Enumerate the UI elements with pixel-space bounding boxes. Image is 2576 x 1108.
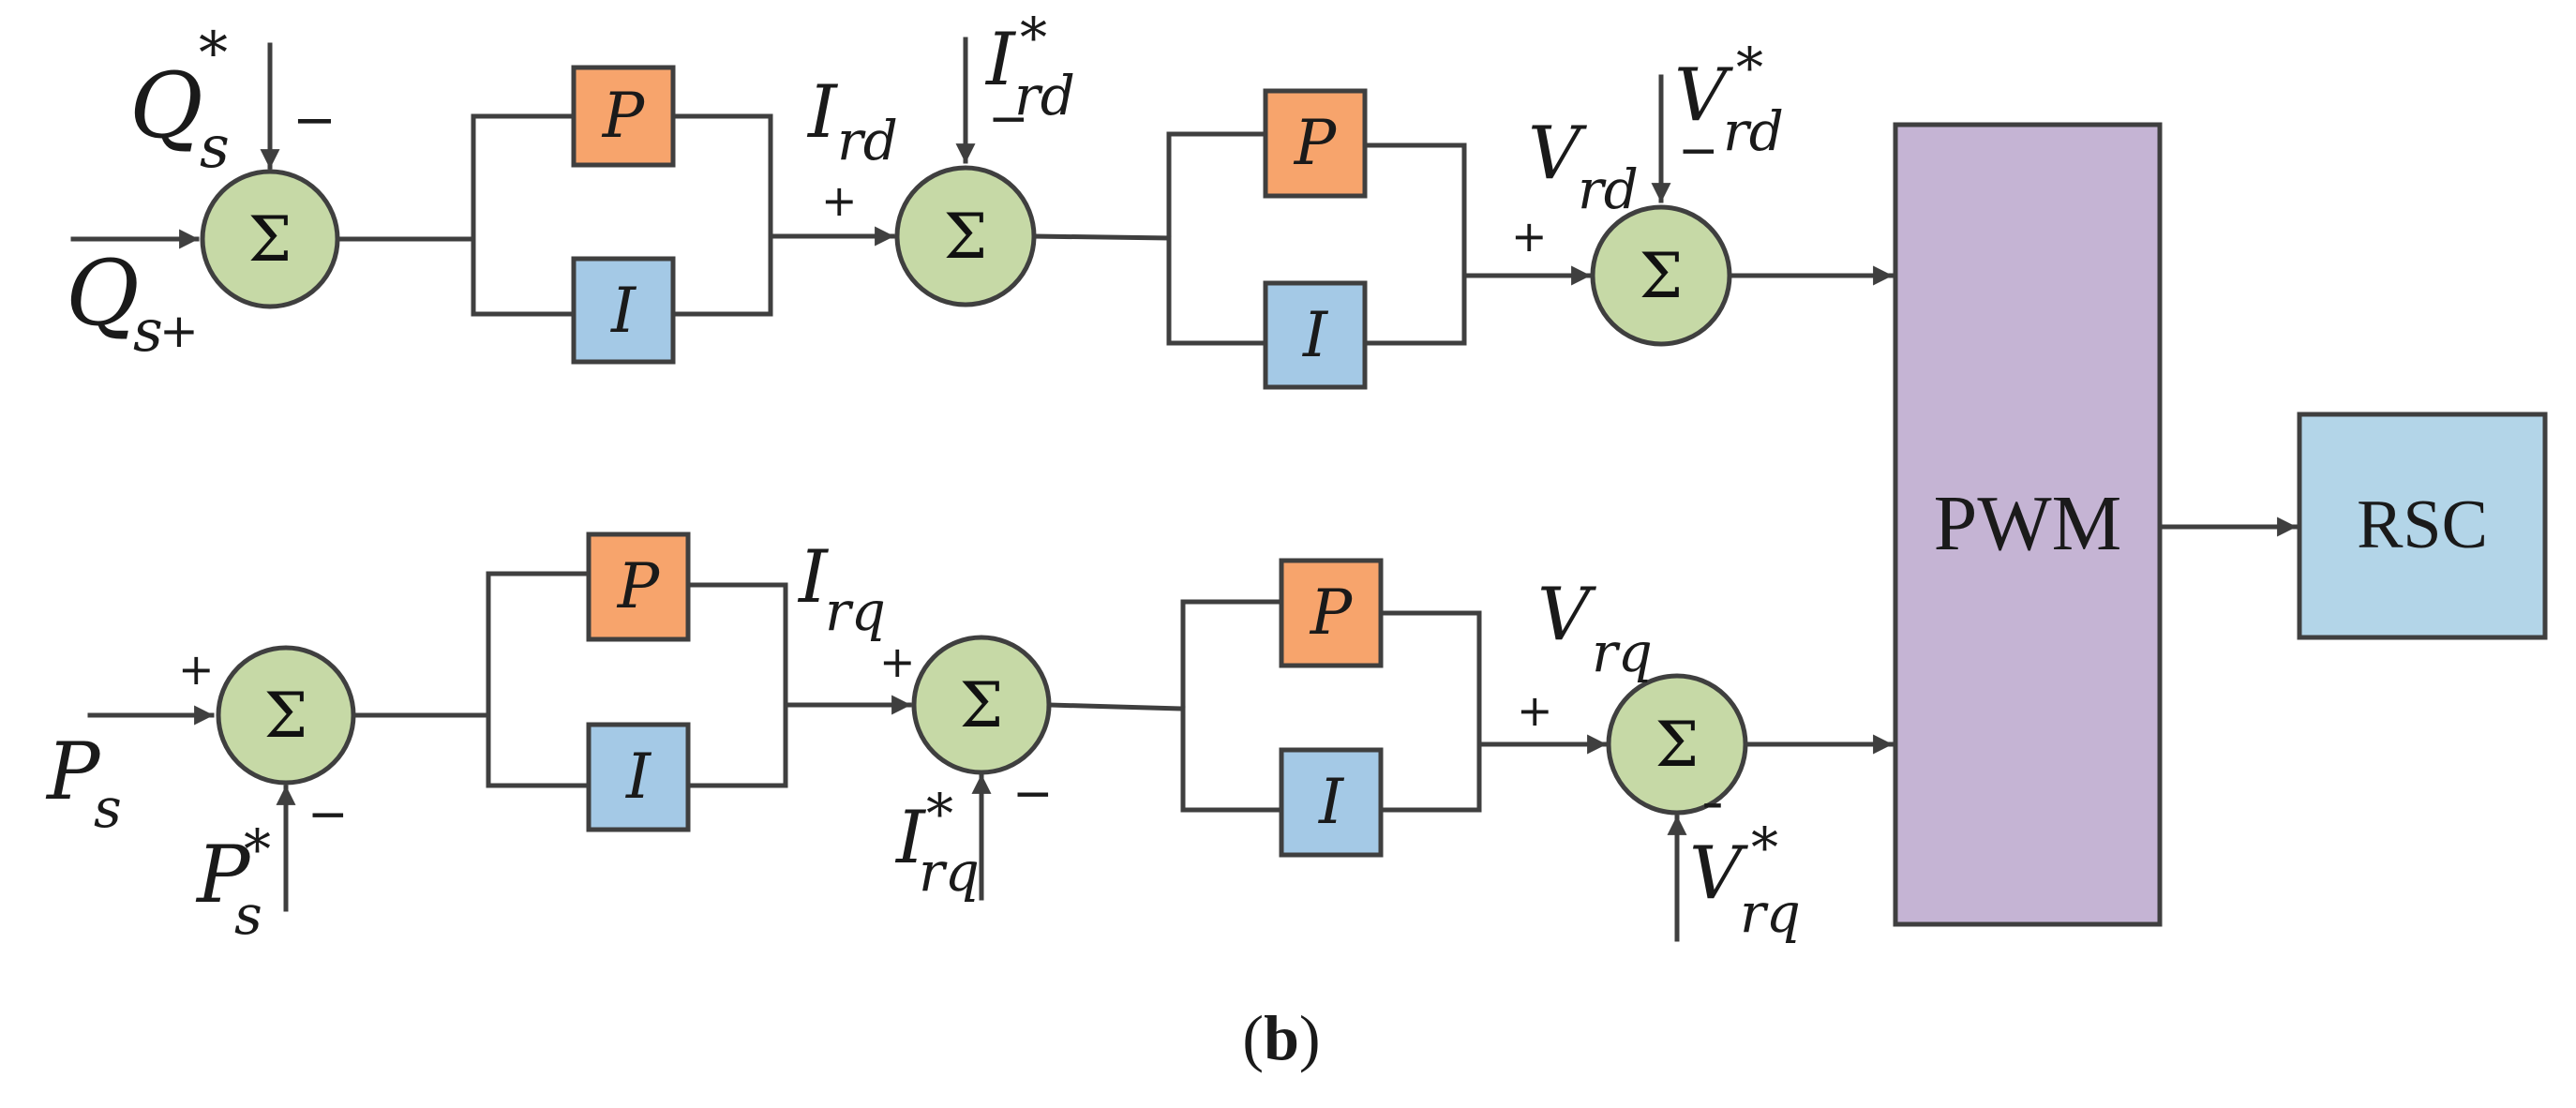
svg-text:*: * — [199, 19, 228, 87]
sign-plus-ps: + — [178, 644, 215, 695]
svg-text:*: * — [1020, 6, 1047, 69]
sum-junction-2: Σ — [894, 165, 1037, 307]
svg-text:Σ: Σ — [960, 669, 1004, 741]
label-ps-in: P s — [45, 726, 122, 840]
svg-text:Q: Q — [129, 53, 203, 158]
svg-text:rq: rq — [1592, 621, 1653, 684]
sign-plus-qs: + — [159, 304, 199, 358]
svg-text:I: I — [894, 796, 927, 880]
p-block-4: P — [1279, 558, 1384, 668]
sign-minus-irq-ref: − — [1012, 766, 1054, 822]
svg-text:rq: rq — [919, 840, 980, 904]
rsc-block: RSC — [2297, 412, 2548, 640]
svg-text:Q: Q — [66, 241, 140, 346]
p-block-1: P — [571, 65, 676, 168]
svg-text:rd: rd — [1014, 64, 1075, 127]
svg-text:rd: rd — [1723, 99, 1784, 163]
svg-text:rd: rd — [837, 109, 898, 172]
sign-plus-ird: + — [821, 175, 858, 226]
svg-text:*: * — [1751, 816, 1778, 879]
label-vrd-ref: V * rd — [1674, 36, 1784, 163]
svg-text:P: P — [602, 80, 646, 152]
sum-junction-6: Σ — [1606, 673, 1748, 816]
label-vrq-ref: ¯ V * rq — [1689, 794, 1801, 945]
sign-minus-vrd-ref: − — [1678, 123, 1719, 179]
svg-text:rq: rq — [825, 579, 886, 643]
svg-text:Σ: Σ — [248, 203, 292, 276]
svg-text:I: I — [1302, 299, 1329, 371]
svg-text:P: P — [1294, 107, 1338, 179]
sum-junction-5: Σ — [911, 635, 1052, 775]
svg-text:I: I — [610, 275, 637, 347]
svg-text:*: * — [244, 817, 271, 881]
svg-text:Σ: Σ — [1655, 709, 1700, 781]
top-row-d-axis: Σ P I Σ P — [70, 37, 1894, 390]
i-block-2: I — [1263, 280, 1368, 390]
label-qs-ref: Q * s — [129, 19, 230, 181]
sign-plus-vrd: + — [1511, 211, 1548, 262]
sign-minus-qs-ref: − — [292, 90, 337, 151]
label-ird-ref: I * rd — [984, 6, 1075, 127]
svg-text:V: V — [1528, 112, 1587, 196]
label-qs-in: Q s — [66, 241, 163, 365]
svg-text:*: * — [1736, 36, 1763, 99]
svg-text:s: s — [133, 296, 163, 365]
svg-text:Σ: Σ — [1640, 240, 1684, 312]
label-ird: I rd — [806, 70, 898, 172]
svg-text:rq: rq — [1740, 881, 1801, 945]
svg-text:V: V — [1674, 53, 1733, 138]
svg-text:I: I — [806, 70, 839, 155]
sign-minus-vrq-ref: ¯ — [1699, 794, 1727, 860]
svg-text:I: I — [984, 18, 1017, 102]
label-vrd: V rd — [1528, 112, 1639, 221]
svg-text:*: * — [926, 782, 953, 846]
svg-text:(b): (b) — [1242, 1002, 1320, 1073]
svg-text:P: P — [1310, 576, 1354, 649]
svg-text:I: I — [1318, 766, 1345, 838]
figure-caption: (b) — [1242, 1002, 1320, 1073]
label-irq: I rq — [797, 535, 886, 643]
sign-minus-ps-ref: − — [307, 786, 349, 843]
i-block-4: I — [1279, 747, 1384, 858]
sign-minus-ird-ref: − — [988, 91, 1029, 147]
svg-text:P: P — [45, 726, 101, 817]
svg-text:V: V — [1537, 573, 1596, 657]
svg-text:s: s — [200, 112, 230, 181]
pwm-block: PWM — [1893, 122, 2163, 927]
svg-text:I: I — [625, 741, 652, 813]
sum-junction-4: Σ — [216, 645, 356, 786]
sum-junction-1: Σ — [200, 169, 340, 309]
svg-text:Σ: Σ — [264, 680, 308, 752]
p-block-3: P — [586, 532, 691, 642]
svg-text:I: I — [797, 535, 830, 620]
svg-text:P: P — [617, 550, 661, 622]
svg-text:Σ: Σ — [944, 201, 988, 273]
sign-plus-irq: + — [879, 636, 916, 687]
svg-text:P: P — [195, 829, 251, 921]
svg-text:s: s — [94, 776, 122, 840]
label-vrq: V rq — [1537, 573, 1653, 684]
svg-text:s: s — [234, 883, 262, 947]
sign-plus-vrq: + — [1517, 685, 1553, 736]
i-block-3: I — [586, 722, 691, 832]
svg-text:rd: rd — [1578, 157, 1639, 221]
svg-text:PWM: PWM — [1934, 480, 2122, 567]
sum-junction-3: Σ — [1590, 204, 1732, 347]
p-block-2: P — [1263, 88, 1368, 199]
label-ps-ref: P * s — [195, 817, 271, 947]
i-block-1: I — [571, 256, 676, 365]
svg-text:V: V — [1689, 831, 1748, 916]
bottom-row-q-axis: Σ P I Σ P — [87, 532, 1894, 942]
svg-text:RSC: RSC — [2357, 487, 2488, 563]
label-irq-ref: I * rq — [894, 782, 980, 904]
